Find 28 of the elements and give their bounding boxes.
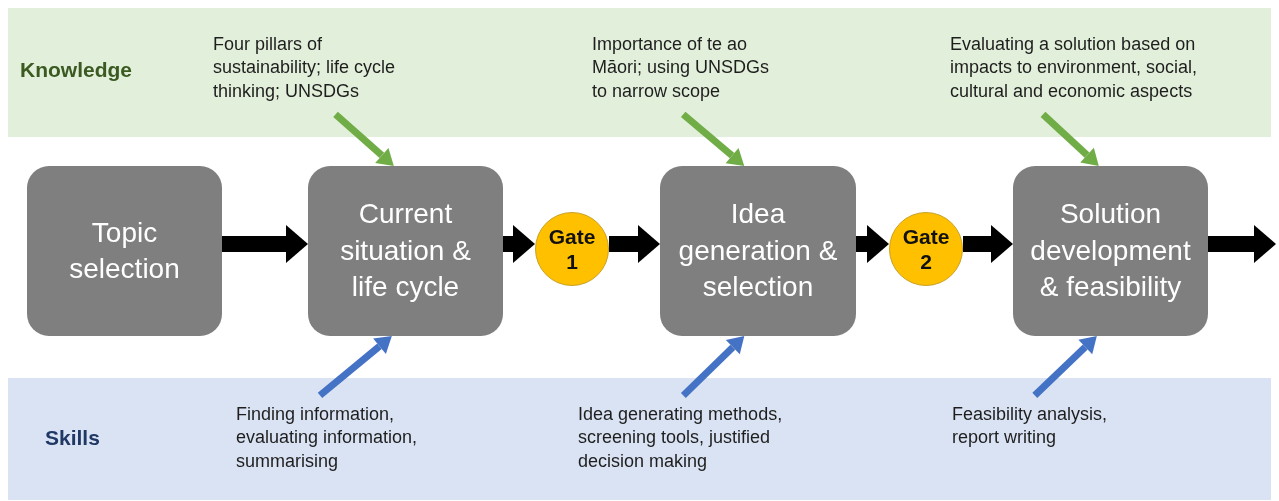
band-heading: Knowledge <box>20 58 132 82</box>
gate-circle: Gate 1 <box>535 212 609 286</box>
arrow <box>503 225 535 263</box>
arrow <box>333 111 394 166</box>
arrow <box>222 225 308 263</box>
arrow <box>609 225 660 263</box>
process-box: Solution development & feasibility <box>1013 166 1208 336</box>
annotation-text: Evaluating a solution based on impacts to environment, social, cultural and economic aspects <box>950 33 1260 107</box>
annotation-text: Feasibility analysis, report writing <box>952 403 1132 479</box>
process-box: Topic selection <box>27 166 222 336</box>
arrow <box>1208 225 1276 263</box>
annotation-text: Importance of te ao Māori; using UNSDGs to narrow scope <box>592 33 782 107</box>
arrow <box>963 225 1013 263</box>
annotation-text: Finding information, evaluating information, summarising <box>236 403 436 479</box>
process-box: Idea generation & selection <box>660 166 856 336</box>
arrow <box>680 336 745 398</box>
arrow <box>856 225 889 263</box>
arrow <box>1040 111 1099 166</box>
band-panel <box>8 8 1271 137</box>
annotation-text: Idea generating methods, screening tools, justified decision making <box>578 403 823 479</box>
process-box: Current situation & life cycle <box>308 166 503 336</box>
arrow <box>317 336 392 399</box>
arrow <box>1032 336 1097 398</box>
band-heading: Skills <box>45 426 100 450</box>
annotation-text: Four pillars of sustainability; life cycle thinking; UNSDGs <box>213 33 428 107</box>
gate-circle: Gate 2 <box>889 212 963 286</box>
band-panel <box>8 378 1271 500</box>
arrow <box>680 111 745 166</box>
